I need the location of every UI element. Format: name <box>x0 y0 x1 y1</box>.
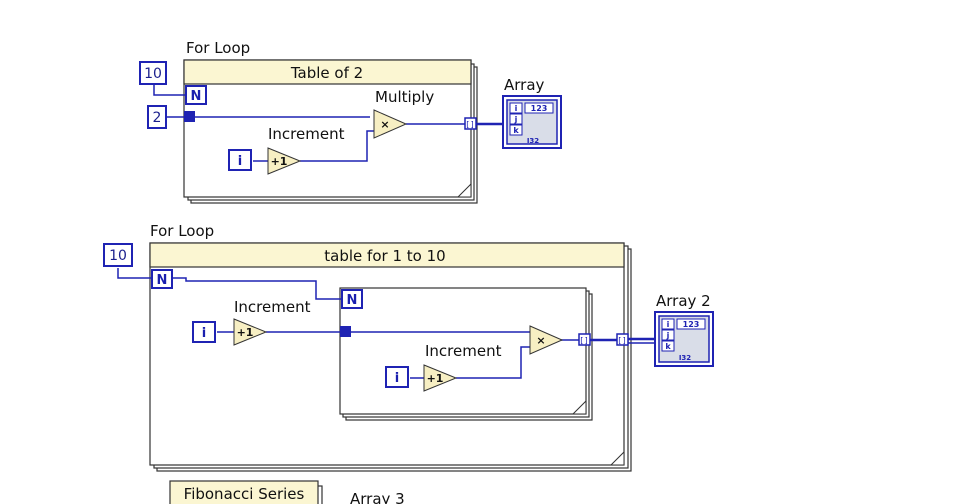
inner-multiply-node[interactable]: × <box>529 325 564 355</box>
array-2-label: Array 2 <box>656 292 711 310</box>
svg-text:+1: +1 <box>427 372 444 385</box>
svg-text:+1: +1 <box>271 155 288 168</box>
svg-text:k: k <box>513 126 519 135</box>
inner-input-tunnel <box>340 326 351 337</box>
loop2-iteration-terminal[interactable]: i <box>192 321 216 343</box>
loop1-increment-node[interactable]: +1 <box>267 147 302 175</box>
inner-count-terminal[interactable]: N <box>341 289 363 309</box>
svg-text:N: N <box>157 273 168 288</box>
svg-text:2: 2 <box>153 110 162 126</box>
svg-text:N: N <box>347 293 358 308</box>
loop1-title: Table of 2 <box>290 64 363 82</box>
loop2-label: For Loop <box>150 222 214 240</box>
loop1-count-terminal[interactable]: N <box>185 85 207 105</box>
svg-text:i: i <box>202 326 206 341</box>
for-loop-1[interactable]: For Loop Table of 2 <box>183 39 478 204</box>
inner-increment-node[interactable]: +1 <box>423 364 458 392</box>
svg-text:k: k <box>665 342 671 351</box>
svg-text:10: 10 <box>109 248 127 264</box>
loop2-increment-node[interactable]: +1 <box>233 318 268 346</box>
array-3-label: Array 3 <box>350 490 405 504</box>
loop1-count-constant[interactable]: 10 <box>139 61 167 85</box>
svg-text:I32: I32 <box>679 354 691 362</box>
svg-text:i: i <box>667 320 670 329</box>
svg-text:10: 10 <box>144 66 162 82</box>
svg-text:123: 123 <box>531 104 548 113</box>
loop1-resize-corner[interactable] <box>456 182 472 198</box>
inner-increment-label: Increment <box>425 342 502 360</box>
loop1-output-tunnel <box>464 117 477 130</box>
loop1-input-tunnel <box>184 111 195 122</box>
fibonacci-title-bar <box>169 480 319 504</box>
svg-text:N: N <box>191 89 202 104</box>
svg-text:[]: [] <box>579 336 589 345</box>
svg-text:i: i <box>238 154 242 169</box>
loop1-increment-label: Increment <box>268 125 345 143</box>
svg-text:[]: [] <box>617 336 627 345</box>
loop2-title: table for 1 to 10 <box>324 247 445 265</box>
svg-text:+1: +1 <box>237 326 254 339</box>
loop1-title-bar <box>183 59 472 85</box>
inner-loop-resize-corner[interactable] <box>571 399 587 415</box>
svg-text:×: × <box>536 334 545 347</box>
loop1-multiply-node[interactable]: × <box>373 109 408 139</box>
loop1-iteration-terminal[interactable]: i <box>228 149 252 171</box>
svg-text:j: j <box>514 115 518 124</box>
fibonacci-title: Fibonacci Series <box>184 485 305 503</box>
loop2-output-tunnel <box>616 333 629 346</box>
loop2-count-constant[interactable]: 10 <box>103 243 133 267</box>
loop2-count-terminal[interactable]: N <box>151 269 173 289</box>
loop2-resize-corner[interactable] <box>609 450 625 466</box>
loop2-increment-label: Increment <box>234 298 311 316</box>
inner-iteration-terminal[interactable]: i <box>385 366 409 388</box>
svg-text:j: j <box>666 331 670 340</box>
loop1-input-constant[interactable]: 2 <box>147 105 167 129</box>
array-2-indicator[interactable]: i j k 123 I32 <box>654 311 714 367</box>
inner-for-loop[interactable] <box>339 287 593 421</box>
svg-text:i: i <box>515 104 518 113</box>
fibonacci-loop[interactable]: Fibonacci Series <box>169 480 323 504</box>
loop2-title-bar <box>149 242 625 268</box>
svg-text:i: i <box>395 371 399 386</box>
inner-output-tunnel <box>578 333 591 346</box>
loop1-label: For Loop <box>186 39 250 57</box>
svg-text:123: 123 <box>683 320 700 329</box>
inner-loop-frame <box>339 287 587 415</box>
array-indicator[interactable]: i j k 123 I32 <box>502 95 562 149</box>
svg-text:I32: I32 <box>527 137 539 145</box>
loop1-multiply-label: Multiply <box>375 88 434 106</box>
svg-text:×: × <box>380 118 389 131</box>
array-label: Array <box>504 76 545 94</box>
svg-text:[]: [] <box>465 120 475 129</box>
